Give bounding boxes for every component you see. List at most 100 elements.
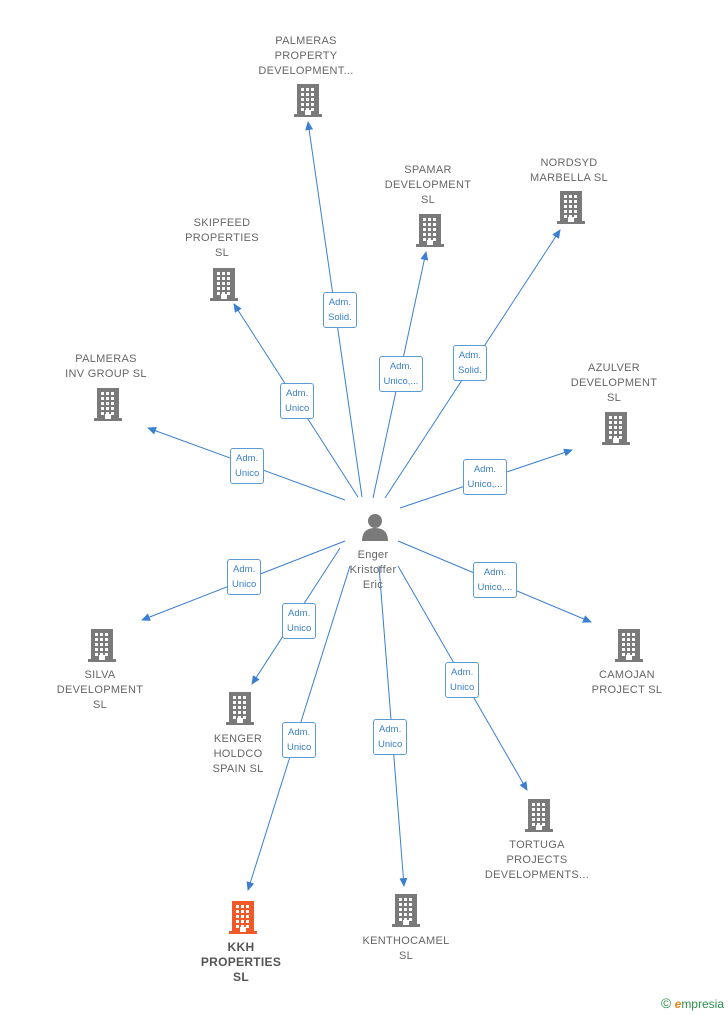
role-badge-line: Adm. xyxy=(483,567,507,578)
company-label-line: SL xyxy=(606,392,622,404)
building-icon[interactable] xyxy=(91,386,125,427)
brand-logo-text: mpresia xyxy=(681,997,724,1011)
role-badge-kenthocamel[interactable]: Adm. Unico xyxy=(373,719,408,755)
copyright-symbol: © xyxy=(660,995,672,1011)
company-label-line: KENTHOCAMEL xyxy=(362,935,450,947)
role-badge-line: Unico xyxy=(235,468,260,479)
building-icon[interactable] xyxy=(226,899,260,940)
building-icon[interactable] xyxy=(612,627,646,668)
role-badge-line: Unico xyxy=(450,682,475,693)
company-label-line: NORDSYD xyxy=(540,157,598,169)
company-label-spamar[interactable]: SPAMAR DEVELOPMENT SL xyxy=(363,163,493,208)
company-label-tortuga[interactable]: TORTUGA PROJECTS DEVELOPMENTS... xyxy=(472,838,602,883)
role-badge-line: Solid. xyxy=(458,365,482,376)
role-badge-line: Adm. xyxy=(451,667,474,678)
company-label-line: SPAIN SL xyxy=(212,763,264,775)
building-icon[interactable] xyxy=(207,266,241,307)
company-label-line: KENGER xyxy=(213,733,263,745)
role-badge-kenger[interactable]: Adm. Unico xyxy=(282,603,317,639)
person-icon xyxy=(360,512,390,547)
company-label-line: SL xyxy=(398,950,414,962)
role-badge-line: Unico,... xyxy=(477,582,513,593)
building-icon[interactable] xyxy=(389,892,423,933)
role-badge-line: Unico xyxy=(232,579,257,590)
center-person-name[interactable]: Enger Kristoffer Eric xyxy=(332,548,414,593)
company-label-line: SL xyxy=(214,247,230,259)
role-badge-line: Adm. xyxy=(236,453,259,464)
role-badge-silva[interactable]: Adm. Unico xyxy=(227,559,262,595)
company-label-line: DEVELOPMENT xyxy=(56,684,144,696)
company-label-nordsyd[interactable]: NORDSYD MARBELLA SL xyxy=(504,156,634,186)
company-label-camojan[interactable]: CAMOJAN PROJECT SL xyxy=(562,668,692,698)
role-badge-azulver[interactable]: Adm. Unico,... xyxy=(462,459,508,495)
company-label-line: SILVA xyxy=(84,669,116,681)
center-name-line: Kristoffer xyxy=(349,564,397,576)
building-icon[interactable] xyxy=(223,690,257,731)
role-badge-line: Adm. xyxy=(328,297,351,308)
company-label-line: TORTUGA xyxy=(509,839,565,851)
company-label-line: MARBELLA SL xyxy=(530,172,608,184)
role-badge-line: Unico xyxy=(287,623,312,634)
role-badge-tortuga[interactable]: Adm. Unico xyxy=(445,662,480,698)
role-badge-line: Adm. xyxy=(288,727,311,738)
company-label-line: PROPERTIES xyxy=(200,955,282,969)
role-badge-line: Adm. xyxy=(458,350,481,361)
company-label-line: SL xyxy=(420,194,436,206)
building-icon[interactable] xyxy=(85,627,119,668)
company-label-kenthocamel[interactable]: KENTHOCAMEL SL xyxy=(341,934,471,964)
role-badge-line: Unico,... xyxy=(467,479,503,490)
company-label-skipfeed[interactable]: SKIPFEED PROPERTIES SL xyxy=(157,216,287,261)
company-label-kenger[interactable]: KENGER HOLDCO SPAIN SL xyxy=(173,732,303,777)
company-label-line: DEVELOPMENT xyxy=(384,179,472,191)
building-icon[interactable] xyxy=(554,189,588,230)
company-label-line: DEVELOPMENTS... xyxy=(484,869,590,881)
role-badge-palmeras-inv[interactable]: Adm. Unico xyxy=(230,448,265,484)
role-badge-line: Adm. xyxy=(233,564,256,575)
role-badge-camojan[interactable]: Adm. Unico,... xyxy=(472,562,518,598)
company-label-line: HOLDCO xyxy=(213,748,263,760)
role-badge-line: Unico xyxy=(285,403,310,414)
company-label-azulver[interactable]: AZULVER DEVELOPMENT SL xyxy=(549,361,679,406)
role-badge-line: Unico xyxy=(378,739,403,750)
role-badge-line: Adm. xyxy=(389,361,413,372)
company-label-line: DEVELOPMENT... xyxy=(258,65,354,77)
role-badge-line: Solid. xyxy=(328,312,352,323)
role-badge-line: Adm. xyxy=(286,388,309,399)
company-label-line: CAMOJAN xyxy=(599,669,655,681)
brand-logo-initial: e xyxy=(674,997,682,1011)
building-icon[interactable] xyxy=(413,212,447,253)
center-name-line: Eric xyxy=(362,579,384,591)
role-badge-line: Adm. xyxy=(379,724,402,735)
role-badge-line: Unico,... xyxy=(383,376,419,387)
building-icon[interactable] xyxy=(599,410,633,451)
role-badge-line: Adm. xyxy=(473,464,497,475)
company-label-line: AZULVER xyxy=(587,362,641,374)
company-label-palmeras-property[interactable]: PALMERAS PROPERTY DEVELOPMENT... xyxy=(241,34,371,79)
role-badge-nordsyd[interactable]: Adm. Solid. xyxy=(453,345,487,381)
company-label-line: PROPERTIES xyxy=(185,232,259,244)
company-label-line: KKH xyxy=(227,940,255,954)
company-label-line: SL xyxy=(233,970,249,984)
company-label-line: SKIPFEED xyxy=(193,217,251,229)
company-label-line: PROJECT SL xyxy=(591,684,663,696)
role-badge-skipfeed[interactable]: Adm. Unico xyxy=(280,383,315,419)
center-name-line: Enger xyxy=(357,549,389,561)
company-label-line: DEVELOPMENT xyxy=(570,377,658,389)
company-label-line: SPAMAR xyxy=(404,164,452,176)
role-badge-kkh[interactable]: Adm. Unico xyxy=(282,722,317,758)
company-label-line: PROPERTY xyxy=(274,50,338,62)
company-label-line: PALMERAS xyxy=(275,35,337,47)
role-badge-line: Unico xyxy=(287,742,312,753)
copyright-footer: © empresia xyxy=(661,995,724,1011)
company-label-line: PROJECTS xyxy=(506,854,568,866)
role-badge-line: Adm. xyxy=(288,608,311,619)
role-badge-spamar[interactable]: Adm. Unico,... xyxy=(378,356,424,392)
role-badge-palmeras-property[interactable]: Adm. Solid. xyxy=(323,292,357,328)
building-icon[interactable] xyxy=(522,797,556,838)
company-label-line: INV GROUP SL xyxy=(65,368,147,380)
building-icon[interactable] xyxy=(291,82,325,123)
